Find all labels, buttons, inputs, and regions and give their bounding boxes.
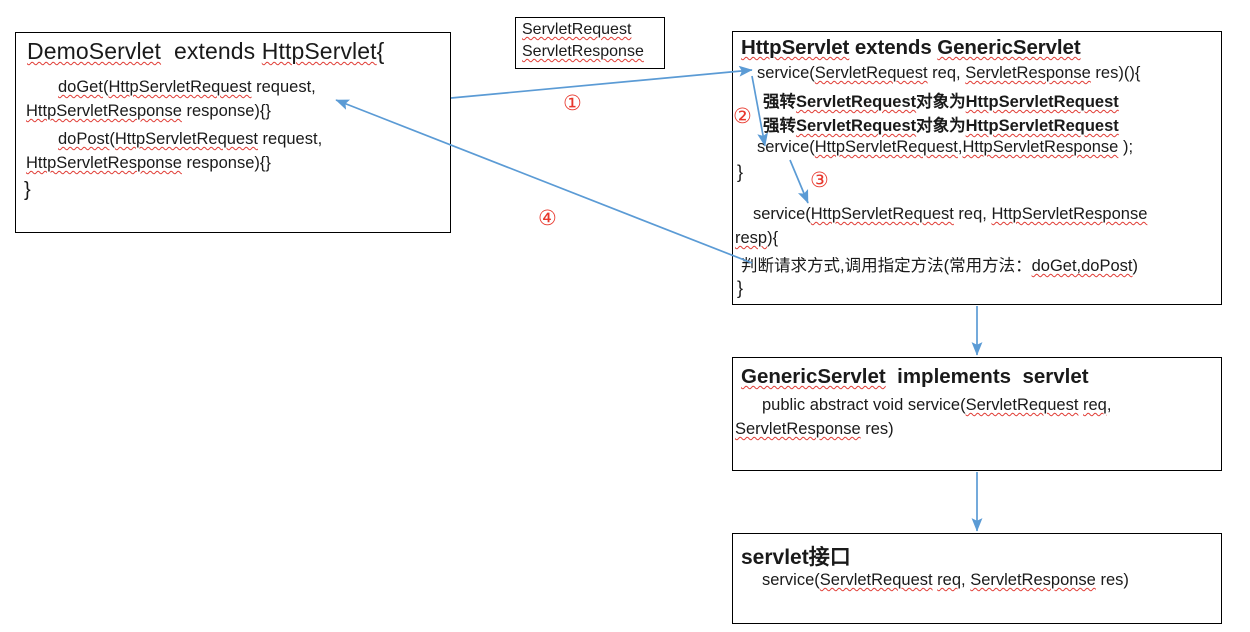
http-servlet-line-8: 判断请求方式,调用指定方法(常用方法：doGet,doPost) bbox=[741, 257, 1138, 275]
http-servlet-line-3: 强转ServletRequest对象为HttpServletRequest bbox=[763, 117, 1119, 135]
step-number-2: ② bbox=[733, 104, 752, 128]
http-servlet-line-2: 强转ServletRequest对象为HttpServletRequest bbox=[763, 93, 1119, 111]
generic-servlet-title: GenericServlet implements servlet bbox=[741, 365, 1089, 388]
box-servlet-interface bbox=[732, 533, 1222, 624]
box-generic-servlet bbox=[732, 357, 1222, 471]
http-servlet-line-7: resp){ bbox=[735, 229, 779, 247]
generic-servlet-line-1: public abstract void service(ServletRequ… bbox=[762, 396, 1112, 414]
servlet-params-line-1: ServletRequest bbox=[522, 21, 632, 38]
http-servlet-line-6: service(HttpServletRequest req, HttpServ… bbox=[753, 205, 1148, 223]
step-number-1: ① bbox=[563, 91, 582, 115]
demo-servlet-line-1: doGet(HttpServletRequest request, bbox=[58, 78, 316, 96]
demo-servlet-line-5: } bbox=[24, 179, 31, 201]
demo-servlet-line-4: HttpServletResponse response){} bbox=[26, 154, 271, 172]
servlet-params-line-2: ServletResponse bbox=[522, 43, 644, 60]
servlet-interface-title: servlet接口 bbox=[741, 546, 851, 569]
demo-servlet-title: DemoServlet extends HttpServlet{ bbox=[27, 38, 385, 64]
arrow-demo-to-http bbox=[450, 65, 753, 99]
step-number-4: ④ bbox=[538, 206, 557, 230]
box-http-servlet bbox=[732, 31, 1222, 305]
http-servlet-line-1: service(ServletRequest req, ServletRespo… bbox=[757, 64, 1141, 82]
box-servlet-params bbox=[515, 17, 665, 69]
http-servlet-line-9: } bbox=[737, 278, 744, 298]
servlet-interface-line-1: service(ServletRequest req, ServletRespo… bbox=[762, 571, 1129, 589]
http-servlet-line-4: service(HttpServletRequest,HttpServletRe… bbox=[757, 138, 1134, 156]
http-servlet-title: HttpServlet extends GenericServlet bbox=[741, 36, 1081, 59]
generic-servlet-line-2: ServletResponse res) bbox=[735, 420, 894, 438]
http-servlet-line-5: } bbox=[737, 162, 744, 182]
step-number-3: ③ bbox=[810, 168, 829, 192]
demo-servlet-line-2: HttpServletResponse response){} bbox=[26, 102, 271, 120]
demo-servlet-line-3: doPost(HttpServletRequest request, bbox=[58, 130, 323, 148]
